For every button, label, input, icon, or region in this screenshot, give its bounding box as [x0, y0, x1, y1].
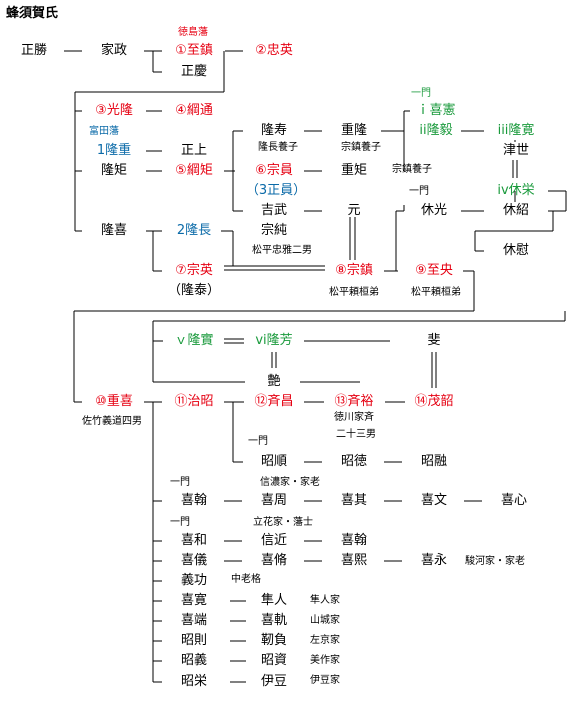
person-tsuya: 艶: [267, 374, 281, 389]
person-tsunamichi: ④綱通: [175, 103, 213, 118]
ichimon-label-1: 一門: [411, 88, 431, 99]
person-gen: 元: [347, 203, 361, 218]
person-nobuchika: 信近: [260, 533, 288, 548]
tomita-label: 富田藩: [89, 126, 119, 137]
person-shigenori: 重矩: [340, 163, 368, 178]
person-munesuke: 宗純: [260, 223, 288, 238]
shinano-karo-note: 信濃家・家老: [260, 477, 320, 488]
person-yoshitaka: ｉ喜憲: [416, 103, 456, 118]
person-takahisa: 隆寿: [260, 123, 288, 138]
person-akisuke: 昭資: [260, 653, 288, 668]
person-akitoshi: 昭融: [420, 454, 448, 469]
tokushima-label: 徳島藩: [178, 27, 208, 38]
yamashiroke-note: 山城家: [310, 615, 340, 626]
person-haruaki: ⑪治昭: [174, 394, 214, 409]
person-takanaga: 2隆長: [176, 223, 212, 238]
person-tadateru: ②忠英: [255, 43, 293, 58]
person-tsunanori: ⑤綱矩: [175, 163, 213, 178]
nakaroku-note: 中老格: [231, 574, 261, 585]
person-akinori2: 昭則: [180, 633, 208, 648]
person-takayoshi3: vi隆芳: [255, 333, 293, 348]
person-shigetaka: 重隆: [340, 123, 368, 138]
person-mochiaki: ⑭茂韶: [414, 394, 454, 409]
person-akimasa: 昭順: [260, 454, 288, 469]
person-yoshichika: 喜周: [260, 493, 288, 508]
person-yoshikan2: 喜翰: [340, 533, 368, 548]
person-akiyoshi: 昭義: [180, 653, 208, 668]
person-masakatsu: 正勝: [20, 43, 48, 58]
person-izu: 伊豆: [260, 674, 288, 689]
person-hayato: 隼人: [260, 593, 288, 608]
suruga-karo-note: 駿河家・家老: [465, 556, 525, 567]
person-yoshishin: 喜心: [500, 493, 528, 508]
izuke-note: 伊豆家: [310, 675, 340, 686]
person-yasutsugu: 休紹: [502, 203, 530, 218]
person-narimasa: ⑫斉昌: [254, 394, 294, 409]
person-munekazu: ⑦宗英: [175, 263, 213, 278]
person-takashige: 1隆重: [96, 143, 132, 158]
person-sanmasakazu: （3正員）: [245, 183, 307, 198]
hayatoke-note: 隼人家: [310, 595, 340, 606]
person-yoshitomo: 喜其: [340, 493, 368, 508]
person-iemasa: 家政: [100, 43, 128, 58]
person-yoshiyuki: 喜脩: [260, 553, 288, 568]
tachibana-note: 立花家・藩士: [253, 517, 313, 528]
tokugawa-note-1: 徳川家斉: [334, 412, 374, 423]
person-yoshihisa: ⑨至央: [415, 263, 453, 278]
person-yoshihata: 喜端: [180, 613, 208, 628]
tokugawa-note-2: 二十三男: [336, 429, 376, 440]
ichimon-label-4: 一門: [170, 477, 190, 488]
person-yoshifumi: 喜文: [420, 493, 448, 508]
person-yoshitake: 吉武: [260, 203, 288, 218]
satake-note: 佐竹義道四男: [82, 416, 142, 427]
person-yoshikan: 喜翰: [180, 493, 208, 508]
munesuke-note: 松平忠雅二男: [252, 245, 312, 256]
person-takayasu: （隆泰）: [167, 283, 221, 298]
person-kyumitsu: 休光: [420, 203, 448, 218]
person-takayoshi2: ii隆毅: [419, 123, 453, 138]
person-yoshinori2: 喜軌: [260, 613, 288, 628]
munechin-note: 松平頼桓弟: [329, 287, 379, 298]
person-munechin: ⑧宗鎮: [335, 263, 373, 278]
person-yoshikazu: 喜和: [180, 533, 208, 548]
person-yoshikatsu: 義功: [180, 573, 208, 588]
person-yukie: 靭負: [260, 633, 288, 648]
person-yoshihiro2: 喜寛: [180, 593, 208, 608]
person-yoshihiro: 喜熙: [340, 553, 368, 568]
person-shigenobu: ①至鎮: [175, 43, 213, 58]
person-muneyoshi: ⑥宗員: [255, 163, 293, 178]
person-mitsutaka: ③光隆: [95, 103, 133, 118]
ichimon-label-3: 一門: [248, 436, 268, 447]
person-narihiro: ⑬斉裕: [334, 394, 374, 409]
takahisa-yoshi-note: 隆長養子: [258, 142, 298, 153]
yoshihisa-note: 松平頼桓弟: [411, 287, 461, 298]
mimasakake-note: 美作家: [310, 655, 340, 666]
person-yoshinori: 喜儀: [180, 553, 208, 568]
chart-title: 蜂須賀氏: [6, 6, 59, 21]
person-takahiro2: ｖ隆實: [174, 333, 214, 348]
ichimon-label-5: 一門: [170, 517, 190, 528]
person-munehide: iv休栄: [497, 183, 535, 198]
ichimon-label-2: 一門: [409, 186, 429, 197]
person-takanori: 隆矩: [100, 163, 128, 178]
person-akihide: 昭栄: [180, 674, 208, 689]
person-hi: 斐: [427, 333, 441, 348]
person-akinori: 昭徳: [340, 454, 368, 469]
person-takahiro: iii隆寛: [497, 123, 535, 138]
person-yoshinaga: 喜永: [420, 553, 448, 568]
sakyoke-note: 左京家: [310, 635, 340, 646]
person-tsuyo: 津世: [502, 143, 530, 158]
person-takayoshi: 隆喜: [100, 223, 128, 238]
shigenori-yoshi-note: 宗鎮養子: [392, 164, 432, 175]
person-masayoshi: 正慶: [180, 64, 208, 79]
person-shigeyoshi: ⑩重喜: [95, 394, 133, 409]
shigetaka-yoshi-note: 宗鎮養子: [341, 142, 381, 153]
person-kyui: 休慰: [502, 243, 530, 258]
person-masaue: 正上: [180, 143, 208, 158]
